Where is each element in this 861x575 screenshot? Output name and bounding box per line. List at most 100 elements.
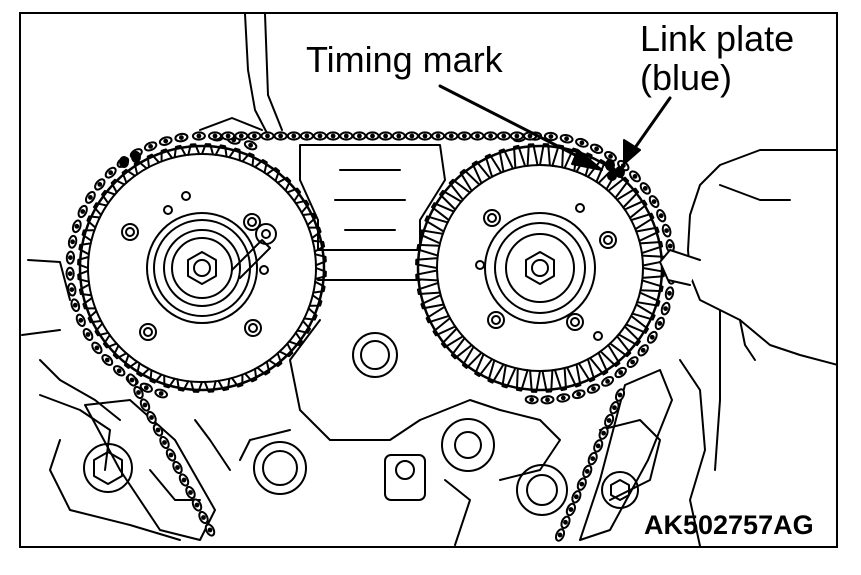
chain-pin (136, 390, 141, 395)
chain-pin (557, 532, 563, 538)
chain-pin (584, 469, 590, 474)
chain-pin (435, 133, 441, 139)
chain-pin (201, 515, 206, 520)
chain-pin (664, 228, 669, 234)
chain-pin (143, 385, 149, 391)
chain-pin (590, 456, 596, 462)
chain-pin (612, 405, 617, 411)
chain-pin (225, 133, 231, 139)
chain-pin (601, 430, 606, 436)
chain-pin (560, 395, 566, 401)
chain-pin (343, 133, 349, 139)
chain-pin (78, 317, 84, 323)
link-plates-blue (119, 151, 625, 178)
chain-pin (278, 133, 284, 139)
chain-pin (212, 133, 218, 139)
chain-pin (630, 359, 635, 365)
left-camshaft-sprocket (77, 143, 327, 393)
chain-pin (618, 370, 624, 375)
chain-pin (658, 213, 664, 219)
chain-pin (163, 138, 169, 144)
chain-pin (663, 306, 668, 312)
chain-pin (330, 133, 336, 139)
chain-pin (514, 133, 520, 139)
chain-pin (649, 334, 655, 340)
chain-pin (594, 146, 599, 152)
chain-pin (501, 133, 507, 139)
chain-pin (640, 347, 646, 353)
chain-pin (155, 427, 161, 433)
chain-pin (605, 379, 610, 384)
chain-pin (595, 443, 601, 449)
chain-pin (181, 477, 187, 483)
chain-pin (422, 133, 428, 139)
chain-pin (396, 133, 402, 139)
chain-pin (475, 133, 480, 139)
chain-pin (448, 133, 454, 139)
chain-pin (383, 133, 389, 139)
chain-pin (142, 402, 148, 408)
chain-pin (462, 133, 467, 139)
chain-pin (488, 133, 494, 139)
chain-pin (80, 209, 86, 214)
chain-pin (574, 494, 579, 500)
chain-pin (370, 133, 375, 139)
chain-pin (606, 418, 612, 423)
chain-pin (168, 452, 174, 458)
chain-pin (304, 133, 310, 139)
chain-pin (291, 133, 297, 139)
timing-mark-label: Timing mark (306, 39, 503, 80)
chain-pin (67, 271, 73, 277)
chain-pin (238, 133, 244, 139)
chain-pin (591, 386, 596, 392)
chain-pin (579, 140, 585, 146)
chain-pin (248, 142, 254, 148)
chain-pin (148, 144, 154, 149)
chain-pin (116, 368, 122, 374)
chain-pin (548, 134, 554, 139)
chain-pin (188, 490, 193, 495)
chain-pin (70, 239, 75, 245)
chain-pin (568, 507, 574, 512)
chain-pin (608, 154, 613, 159)
chain-pin (576, 391, 582, 397)
link-plate-label: Link plate (640, 18, 795, 59)
chain-pin (175, 465, 180, 470)
chain-pin (617, 392, 623, 398)
chain-pin (409, 133, 415, 139)
chain-pin (527, 133, 533, 139)
chain-pin (72, 302, 78, 308)
chain-pin (579, 481, 585, 487)
chain-pin (129, 377, 135, 383)
chain-pin (88, 195, 93, 200)
engine-block-outline (21, 14, 721, 546)
chain-pin (545, 397, 550, 403)
chain-pin (207, 527, 213, 533)
chain-pin (651, 199, 657, 205)
chain-pin (94, 345, 100, 351)
chain-pin (194, 502, 200, 508)
chain-pin (252, 133, 257, 139)
figure-code: AK502757AG (644, 510, 814, 540)
sprocket-teeth (415, 143, 665, 393)
chain-pin (667, 290, 672, 296)
hand-illustration (659, 149, 836, 366)
chain-pin (564, 136, 569, 142)
chain-pin (357, 133, 362, 139)
chain-pin (149, 415, 154, 420)
right-camshaft-sprocket (415, 143, 665, 393)
link-plate-color-label: (blue) (640, 57, 733, 98)
chain-pin (104, 357, 110, 363)
chain-pin (657, 321, 663, 326)
chain-pin (667, 243, 673, 249)
chain-pin (563, 519, 568, 525)
lower-bosses (83, 332, 639, 516)
chain-pin (529, 397, 535, 403)
chain-pin (108, 170, 114, 176)
chain-pin (317, 133, 323, 139)
leader-arrows (438, 84, 672, 171)
chain-pin (158, 391, 164, 396)
chain-pin (85, 332, 91, 337)
chain-pin (68, 255, 73, 261)
